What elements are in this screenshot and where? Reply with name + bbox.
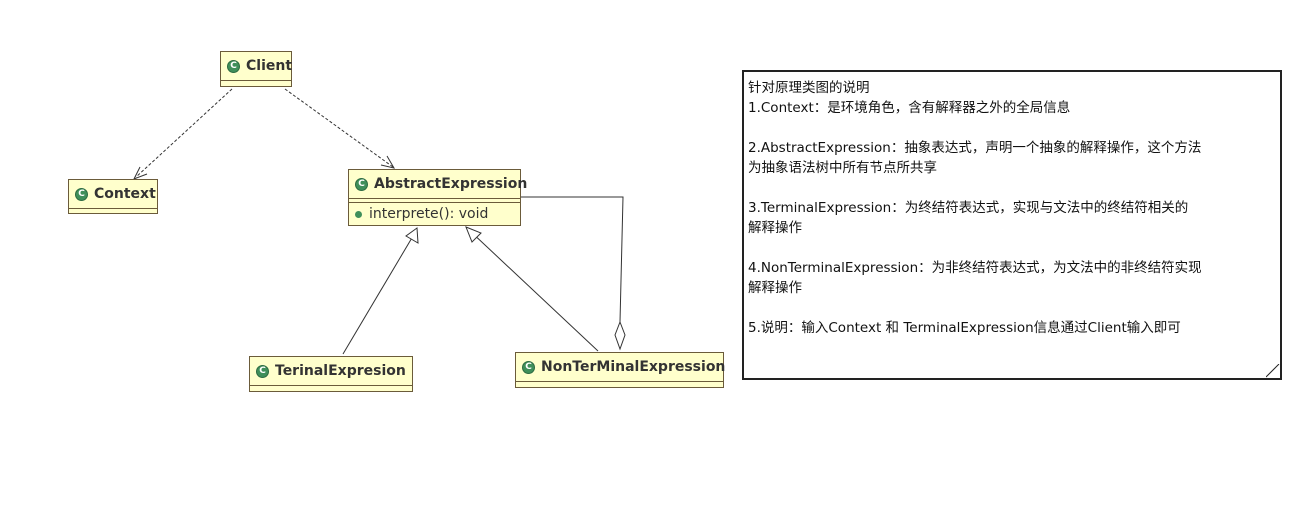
class-nonterminal-expression-name: NonTerMinalExpression <box>541 359 726 375</box>
dependency-client-context <box>135 88 233 178</box>
method-interprete[interactable]: interprete(): void <box>349 203 520 225</box>
class-icon: C <box>355 177 368 191</box>
class-client[interactable]: C Client <box>220 51 292 87</box>
aggregation-line <box>521 196 624 323</box>
class-client-name: Client <box>246 58 293 74</box>
generalization-arrow-nonterminal <box>465 226 482 243</box>
dependency-client-abstract <box>284 88 394 168</box>
note-item-3-line-1: 3.TerminalExpression：为终结符表达式，实现与文法中的终结符相… <box>748 200 1189 216</box>
note-item-3-line-2: 解释操作 <box>748 220 802 236</box>
class-abstract-expression-attributes <box>349 198 520 202</box>
class-terminal-expression[interactable]: C TerinalExpresion <box>249 356 413 392</box>
note-item-2-line-1: 2.AbstractExpression：抽象表达式，声明一个抽象的解释操作，这… <box>748 140 1202 156</box>
note-spacer <box>748 118 1276 138</box>
note-box[interactable]: 针对原理类图的说明 1.Context：是环境角色，含有解释器之外的全局信息 2… <box>742 70 1282 380</box>
note-title: 针对原理类图的说明 <box>748 80 870 96</box>
class-context-name: Context <box>94 186 156 202</box>
class-terminal-expression-name: TerinalExpresion <box>275 363 406 379</box>
note-item-2-line-2: 为抽象语法树中所有节点所共享 <box>748 160 937 176</box>
class-icon: C <box>256 364 269 378</box>
class-client-header: C Client <box>221 52 293 80</box>
class-abstract-expression-header: C AbstractExpression <box>349 170 527 198</box>
class-icon: C <box>522 360 535 374</box>
class-abstract-expression-name: AbstractExpression <box>374 176 528 192</box>
class-terminal-expression-header: C TerinalExpresion <box>250 357 412 385</box>
method-interprete-label: interprete(): void <box>369 206 489 222</box>
aggregation-diamond <box>614 320 626 351</box>
note-fold-corner-icon <box>1266 364 1280 378</box>
class-nonterminal-expression[interactable]: C NonTerMinalExpression <box>515 352 726 388</box>
note-item-1: 1.Context：是环境角色，含有解释器之外的全局信息 <box>748 100 1071 116</box>
note-spacer <box>748 178 1276 198</box>
note-item-4-line-2: 解释操作 <box>748 280 802 296</box>
generalization-terminal <box>342 230 417 355</box>
class-terminal-expression-compartment <box>250 385 412 389</box>
class-icon: C <box>227 59 240 73</box>
note-spacer <box>748 238 1276 258</box>
class-nonterminal-expression-header: C NonTerMinalExpression <box>516 353 726 381</box>
public-method-icon <box>355 210 362 218</box>
note-spacer <box>748 298 1276 318</box>
class-client-compartment <box>221 80 291 84</box>
class-abstract-expression-methods: interprete(): void <box>349 202 520 225</box>
class-icon: C <box>75 187 88 201</box>
class-context-compartment <box>69 208 157 212</box>
class-context[interactable]: C Context <box>68 179 158 214</box>
generalization-nonterminal <box>468 229 599 352</box>
note-item-5: 5.说明：输入Context 和 TerminalExpression信息通过C… <box>748 320 1181 336</box>
note-item-4-line-1: 4.NonTerminalExpression：为非终结符表达式，为文法中的非终… <box>748 260 1202 276</box>
generalization-arrow-terminal <box>405 227 419 244</box>
dependency-arrowhead-abstract <box>380 155 396 169</box>
dependency-arrowhead-context <box>132 166 148 180</box>
class-context-header: C Context <box>69 180 157 208</box>
class-nonterminal-expression-compartment <box>516 381 723 385</box>
class-abstract-expression[interactable]: C AbstractExpression interprete(): void <box>348 169 527 226</box>
